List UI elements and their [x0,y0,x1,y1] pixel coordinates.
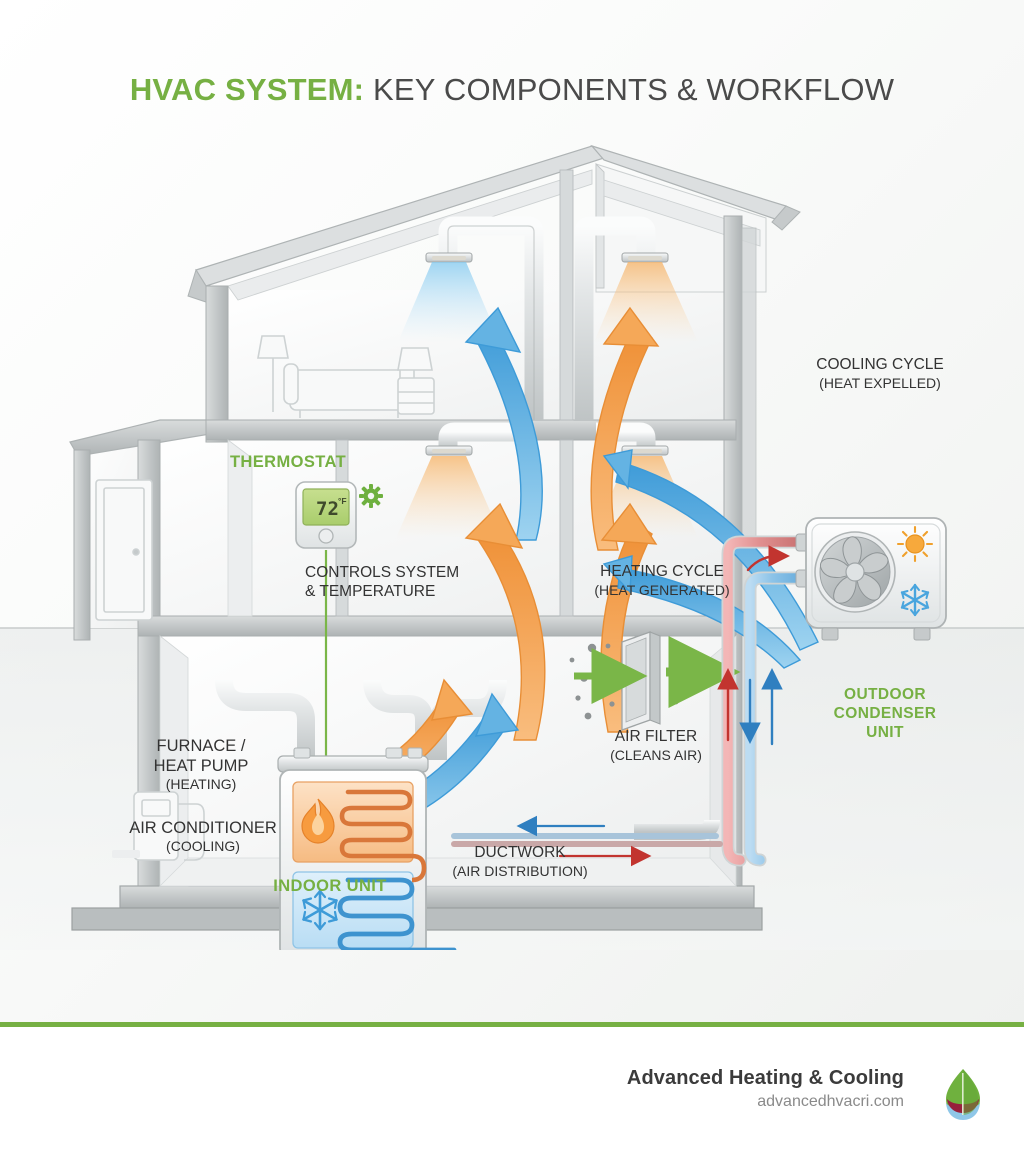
footer-bar: Advanced Heating & Cooling advancedhvacr… [0,1027,1024,1154]
furnace-label: FURNACE / HEAT PUMP (HEATING) [153,737,249,793]
snowflake-icon [302,889,338,931]
fan-icon [814,531,896,613]
thermostat-temp-value: 72 [316,498,339,520]
warm-air-glow-mid-right [592,456,698,538]
thermostat-label: THERMOSTAT [229,453,347,471]
thermostat-temp-unit: °F [338,496,347,506]
footer-brand: Advanced Heating & Cooling advancedhvacr… [627,1067,904,1111]
hot-line-direction-arrow [746,545,790,572]
ceiling-vent-upper-left [425,252,473,263]
company-website[interactable]: advancedhvacri.com [757,1093,904,1110]
thermostat-note: CONTROLS SYSTEM & TEMPERATURE [305,564,460,600]
title-accent: HVAC SYSTEM: [129,72,365,107]
snowflake-icon-outdoor [900,583,930,617]
evaporator-coil [337,877,457,950]
air-conditioner-label: AIR CONDITIONER (COOLING) [129,819,277,855]
warm-air-glow-mid-left [396,456,502,538]
page-title: HVAC SYSTEM: KEY COMPONENTS & WORKFLOW [0,72,1024,108]
leaf-logo-icon [946,1069,980,1120]
air-filter-icon [569,631,741,731]
outdoor-condenser-device[interactable] [805,517,947,641]
hvac-diagram: 72 °F [0,144,1024,950]
cool-air-glow-upper [398,262,500,342]
sun-icon [896,525,934,563]
thermostat-button[interactable] [318,528,334,544]
ceiling-vent-upper-right [621,252,669,263]
flame-icon [301,798,335,844]
outdoor-unit-label: OUTDOOR CONDENSER UNIT [833,686,937,741]
ceiling-vent-mid-right [621,445,669,456]
ductwork-label: DUCTWORK (AIR DISTRIBUTION) [452,844,588,879]
heat-exchanger-coil [339,789,415,859]
refrigerant-lines [451,533,811,867]
title-rest: KEY COMPONENTS & WORKFLOW [364,72,895,107]
heating-cycle-label: HEATING CYCLE (HEAT GENERATED) [594,563,730,598]
air-filter-label: AIR FILTER (CLEANS AIR) [610,728,702,763]
footer-divider [0,1022,1024,1027]
cooling-cycle-label: COOLING CYCLE (HEAT EXPELLED) [816,356,944,391]
indoor-unit-device[interactable] [277,747,457,950]
gear-icon [359,484,383,508]
furniture-decor [95,335,435,861]
thermostat-device[interactable]: 72 °F [295,481,357,549]
ceiling-vent-mid-left [425,445,473,456]
indoor-unit-label: INDOOR UNIT [273,877,387,895]
company-name: Advanced Heating & Cooling [626,1067,904,1089]
